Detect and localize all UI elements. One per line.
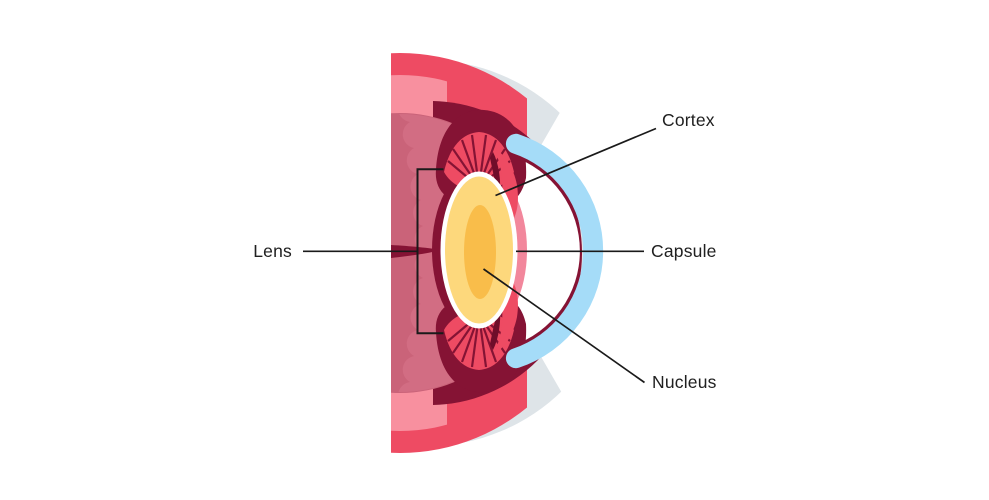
nucleus-leader-line <box>483 268 645 384</box>
lens-label: Lens <box>253 241 292 261</box>
annotation-lines <box>303 127 657 384</box>
cortex-leader-line <box>495 127 657 197</box>
capsule-label: Capsule <box>651 241 717 261</box>
lens-nucleus-shape <box>464 205 496 299</box>
nucleus-label: Nucleus <box>652 372 717 392</box>
cortex-label: Cortex <box>662 110 715 130</box>
